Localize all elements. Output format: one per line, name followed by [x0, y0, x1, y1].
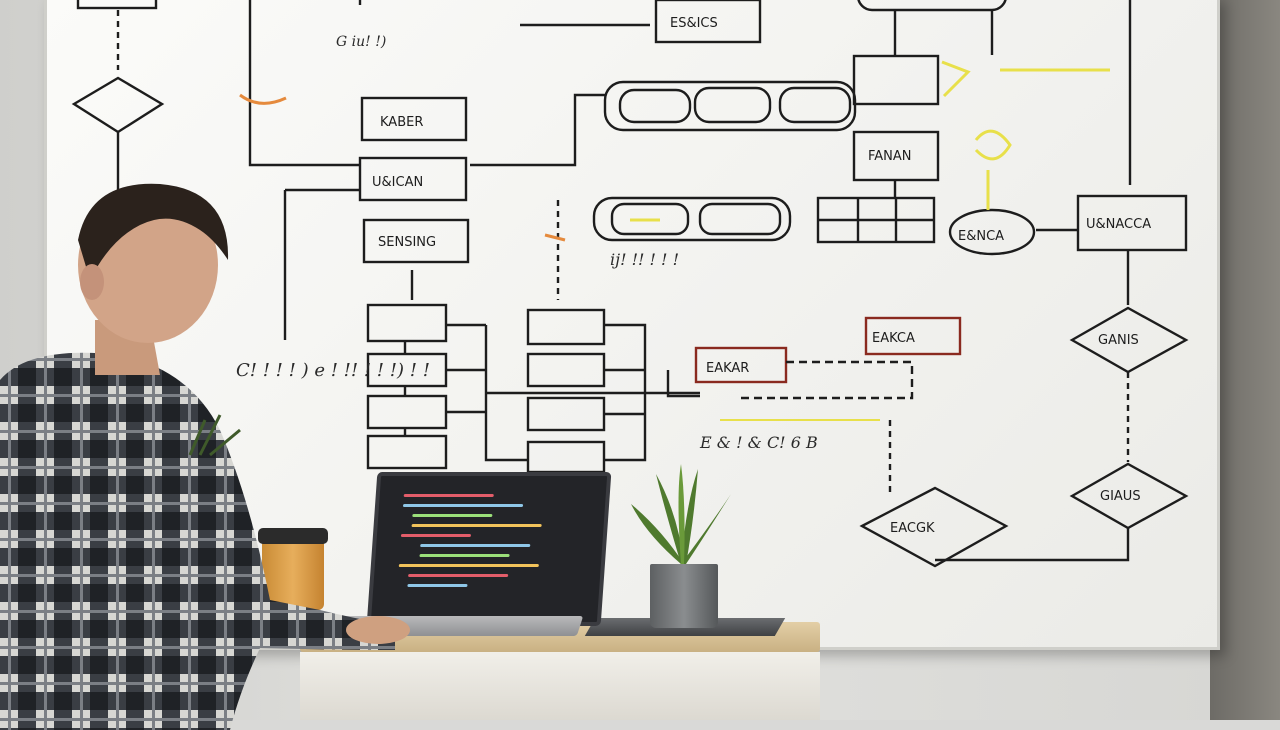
label-unacca: U&NACCA	[1086, 217, 1151, 232]
box-kaber	[360, 96, 468, 142]
diamond-bottom	[859, 486, 1009, 568]
note-bottom: E & ! & C! 6 B	[699, 433, 818, 452]
label-kaber: KABER	[380, 115, 423, 130]
box-mid-4	[526, 440, 606, 474]
label-box-top-center: ES&ICS	[670, 16, 718, 31]
box-mid-1	[526, 308, 606, 346]
box-right-1	[852, 54, 940, 106]
coffee-cup-lid	[258, 528, 328, 544]
label-fanan: FANAN	[868, 149, 912, 164]
plaid-shirt	[0, 352, 395, 730]
box-list-4	[366, 434, 448, 470]
hair	[78, 183, 229, 280]
note-left-formula: C! ! ! ! ) e ! !! ! ! !) ! !	[236, 360, 430, 381]
left-diamond	[71, 76, 165, 134]
pipeline-top	[603, 80, 857, 132]
box-unacca	[1076, 194, 1188, 252]
hand	[346, 616, 410, 644]
diamond-giaus	[1069, 462, 1189, 530]
diamond-ganis	[1069, 306, 1189, 374]
note-middle: ij! !! ! ! !	[610, 250, 679, 269]
label-eakca: EAKCA	[872, 331, 915, 346]
top-left-box	[76, 0, 158, 10]
note-top-left: G iu! !)	[336, 34, 386, 50]
box-red-left	[694, 346, 788, 384]
label-ganis: GANIS	[1098, 333, 1139, 348]
box-sensing	[362, 218, 470, 264]
pipeline-middle	[592, 196, 792, 242]
desk-front	[300, 652, 820, 720]
person-at-desk	[0, 183, 410, 730]
label-giaus: GIAUS	[1100, 489, 1141, 504]
wall-shadow	[1210, 0, 1280, 720]
ellipse-node	[948, 208, 1036, 256]
box-mid-2	[526, 352, 606, 388]
label-enca: E&NCA	[958, 229, 1004, 244]
label-sensing: SENSING	[378, 235, 436, 250]
label-uican: U&ICAN	[372, 175, 423, 190]
box-red-right	[864, 316, 962, 356]
box-top-center	[654, 0, 762, 44]
box-mid-3	[526, 396, 606, 432]
box-uican	[358, 156, 468, 202]
plant-pot	[650, 564, 718, 628]
plant-leaves	[631, 464, 731, 564]
label-eakar: EAKAR	[706, 361, 749, 376]
background-plant	[188, 414, 241, 457]
label-eacgk: EACGK	[890, 521, 935, 536]
box-list-1	[366, 303, 448, 343]
